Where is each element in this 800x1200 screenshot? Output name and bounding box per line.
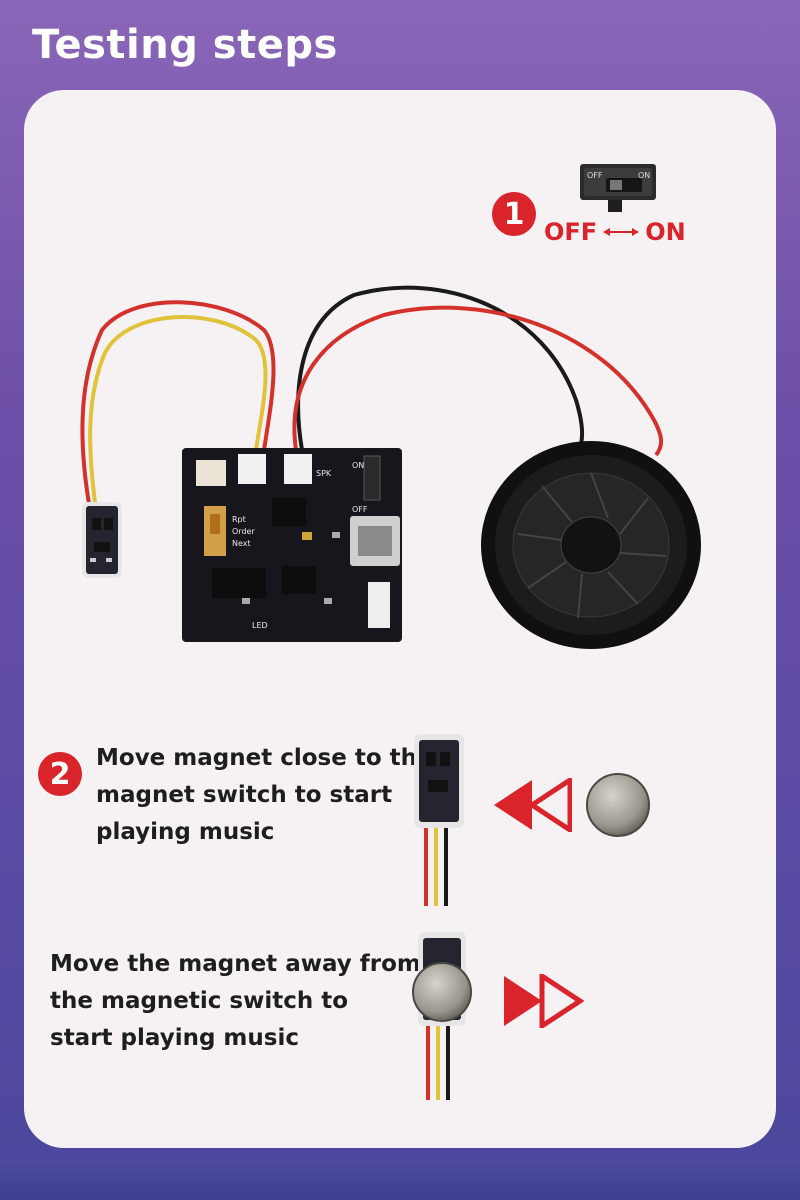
page-title: Testing steps bbox=[32, 22, 338, 68]
board-label-led: LED bbox=[252, 621, 268, 630]
board-label-off: OFF bbox=[352, 505, 368, 514]
step-3-line: the magnetic switch to bbox=[50, 988, 349, 1014]
step-3-line: start playing music bbox=[50, 1025, 299, 1051]
step-1-badge: 1 bbox=[492, 192, 536, 236]
double-arrow-icon bbox=[603, 228, 640, 236]
step-2-instructions: Move magnet close to the magnet switch t… bbox=[96, 740, 433, 851]
hall-sensor-with-magnet bbox=[412, 932, 472, 1100]
switch-off-text: OFF bbox=[587, 171, 603, 180]
step-3-line: Move the magnet away from bbox=[50, 951, 421, 977]
switch-on-text: ON bbox=[638, 171, 650, 180]
off-on-indicator: OFF ON bbox=[544, 218, 686, 246]
sound-module-board: Rpt Order Next LED OFF ON SPK bbox=[182, 448, 402, 642]
step-2-badge: 2 bbox=[38, 752, 82, 796]
step-2-line: Move magnet close to the bbox=[96, 745, 433, 771]
approach-arrows-icon bbox=[494, 778, 572, 832]
bottom-frame-edge bbox=[0, 1160, 800, 1200]
magnet-disc bbox=[586, 773, 650, 837]
speaker-photo bbox=[481, 441, 701, 649]
wires-illustration bbox=[80, 285, 663, 511]
board-label-on: ON bbox=[352, 461, 364, 470]
retreat-arrows-icon bbox=[504, 974, 584, 1028]
hall-sensor-with-wires bbox=[414, 734, 464, 906]
on-label: ON bbox=[645, 218, 686, 246]
off-label: OFF bbox=[544, 218, 598, 246]
board-label-rpt: Rpt bbox=[232, 515, 246, 524]
slide-switch-photo: OFF ON bbox=[580, 164, 656, 212]
step-2-line: magnet switch to start bbox=[96, 782, 393, 808]
step-3-instructions: Move the magnet away from the magnetic s… bbox=[50, 946, 421, 1057]
board-label-next: Next bbox=[232, 539, 251, 548]
step-2-line: playing music bbox=[96, 819, 275, 845]
content-card: 1 OFF ON OFF ON bbox=[24, 90, 776, 1148]
board-label-spk: SPK bbox=[316, 469, 332, 478]
board-label-order: Order bbox=[232, 527, 255, 536]
hall-sensor-module bbox=[82, 502, 122, 578]
